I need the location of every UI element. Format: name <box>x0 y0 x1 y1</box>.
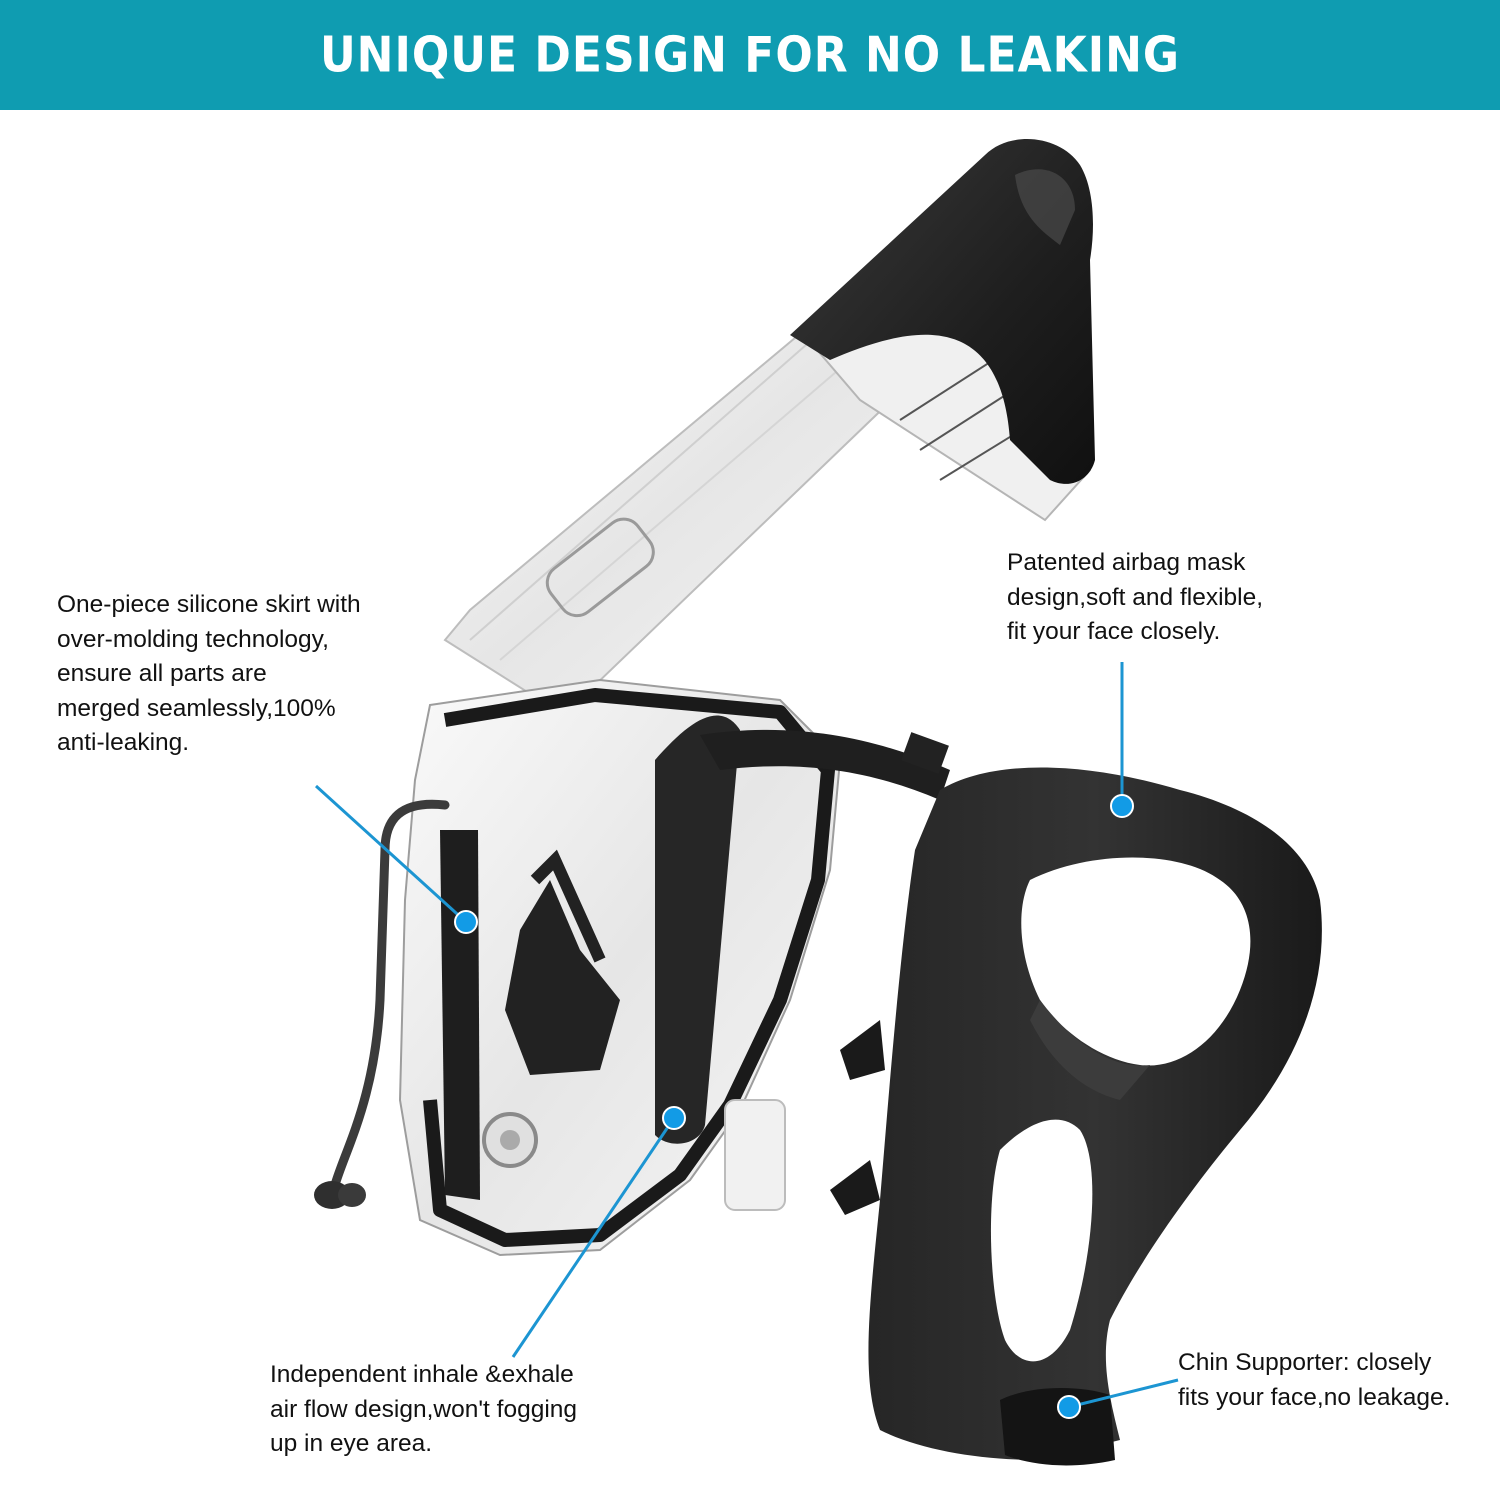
callout-chin-supporter: Chin Supporter: closely fits your face,n… <box>1178 1349 1451 1411</box>
header-banner: UNIQUE DESIGN FOR NO LEAKING <box>0 0 1500 110</box>
head-strap <box>700 729 950 800</box>
snorkel-tube <box>443 138 1095 702</box>
banner-title: UNIQUE DESIGN FOR NO LEAKING <box>319 26 1181 84</box>
callout-airbag-mask: Patented airbag mask design,soft and fle… <box>1007 549 1264 645</box>
callout-silicone-skirt: One-piece silicone skirt with over-moldi… <box>57 591 361 756</box>
airbag-skirt <box>830 767 1322 1466</box>
callout-air-flow: Independent inhale &exhale air flow desi… <box>270 1361 578 1457</box>
